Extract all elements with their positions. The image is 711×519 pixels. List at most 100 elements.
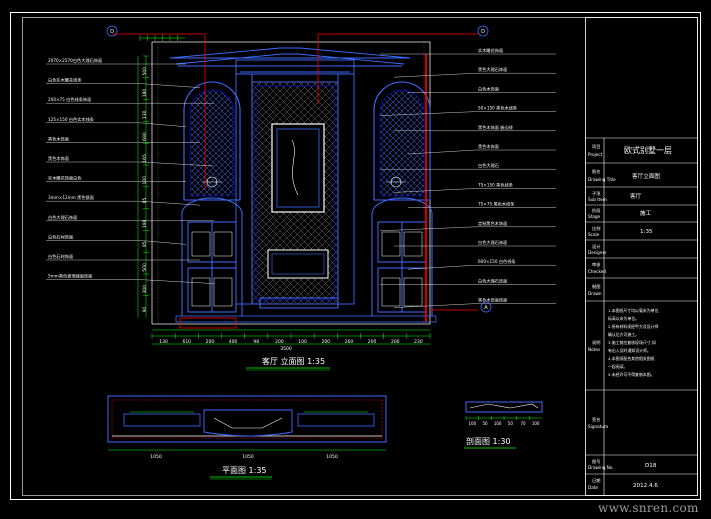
stage-label-en: Stage [588, 214, 601, 219]
left-dim-value: 85 [142, 198, 148, 204]
left-dim-value: 180 [142, 89, 148, 98]
plan-outline [107, 395, 387, 443]
date-label: 日期 [592, 478, 600, 484]
date-label-en: Date [588, 485, 598, 490]
top-dimension-chain [139, 35, 185, 41]
checked-label-en: Checked [588, 269, 606, 274]
drawing-label-en: Drawing Title [588, 177, 616, 182]
left-label-text: 黑色木饰面 [48, 155, 69, 162]
signature-label: 签名 [592, 416, 600, 423]
note-line: 3.施工前应复核现场尺寸,如 [608, 340, 656, 345]
section-bubble-top-right-label: D [481, 29, 485, 35]
left-dim-value: 690 [142, 132, 148, 141]
plan-title: 平面图 1:35 [222, 466, 267, 475]
outer-frame [10, 12, 701, 500]
sub-item-label: 子项 [592, 190, 601, 197]
right-label-text: 实木雕花饰面 [478, 47, 503, 54]
left-label-text: 2070×2570白色大理石饰面 [48, 57, 102, 64]
right-label-leader [379, 111, 477, 116]
elevation-title: 客厅 立面图 1:35 [262, 356, 325, 366]
date-value: 2012.4.6 [633, 483, 658, 489]
left-dim-value: 300 [142, 285, 148, 294]
section-dim-value: 50 [508, 421, 514, 426]
note-line: 5.未经许可不得复制本图。 [608, 372, 655, 377]
bottom-dim-value: 610 [182, 339, 191, 345]
section-dim-value: 100 [469, 421, 477, 426]
left-arch-niche [183, 81, 241, 201]
drawing-number-label: 图号 [592, 459, 600, 465]
checked-label: 审核 [592, 261, 601, 268]
right-label-leader [379, 226, 477, 231]
right-label-text: 定制黑色木饰面 [478, 220, 507, 227]
plan-right-cabinet [297, 413, 375, 427]
left-label-text: 白色实木雕花线条 [48, 77, 82, 84]
bottom-dim-value: 400 [229, 339, 238, 345]
left-label-leader [139, 279, 215, 284]
drawing-label: 图名 [592, 168, 600, 175]
scale-value: 1:35 [640, 229, 653, 235]
section-bubble-top-right: D [477, 25, 489, 37]
drawn-label-en: Drawn [588, 291, 602, 296]
right-label-text: 600×150 白色线条 [478, 258, 516, 265]
plan-dim-left: 1050 [150, 454, 162, 460]
stage-value: 施工 [640, 209, 652, 217]
plan-center-detail [213, 417, 283, 429]
left-label-text: 白色大理石饰面 [48, 214, 77, 221]
bottom-dim-value: 200 [321, 339, 330, 345]
note-line: 确认后方可施工。 [608, 332, 639, 337]
left-label-text: 白色石材饰面 [48, 253, 73, 260]
right-label-text: 白色大理石饰面 [478, 239, 507, 246]
right-label-text: 50×150 黑色木线条 [478, 105, 518, 112]
section-dim-value: 50 [482, 421, 488, 426]
designer-label: 设计 [592, 243, 600, 250]
right-label-leader [393, 188, 477, 193]
left-label-leader [139, 161, 215, 167]
section-dim-value: 100 [532, 421, 540, 426]
drawn-label: 制图 [592, 283, 600, 290]
bottom-dim-value: 260 [345, 339, 354, 345]
note-line: 有出入及时通知设计师。 [608, 348, 651, 353]
scale-label-en: Scale [588, 232, 600, 237]
section-bubble-top-left: D [106, 25, 118, 37]
tv-panel-inner [271, 253, 325, 275]
right-label-text: 黑色木饰面饰面 [478, 297, 507, 304]
plan-dim-right: 1050 [326, 454, 338, 460]
note-line: 1.本图纸尺寸均以毫米为单位, [608, 308, 660, 313]
drawing-number-label-en: Drawing No. [588, 465, 614, 470]
right-label-text: 白色大理石 [478, 162, 499, 169]
plan-center-console [203, 409, 293, 437]
left-dim-value: 165 [142, 154, 148, 163]
bottom-dim-value: 200 [206, 339, 215, 345]
bottom-dim-value: 130 [159, 339, 168, 345]
right-label-leader [407, 265, 477, 270]
right-label-leader [393, 303, 477, 308]
left-cabinet [181, 197, 243, 316]
right-label-leader [393, 73, 477, 78]
left-dim-value: 100 [142, 176, 148, 185]
left-label-text: 5mm黑色玻璃镜面饰面 [48, 273, 92, 280]
left-label-text: 白色石材饰面 [48, 233, 73, 240]
plan-green-ticks [108, 411, 386, 451]
right-label-leader [407, 149, 477, 155]
project-label-en: Project [588, 152, 603, 157]
notes-label: 说明 [592, 339, 600, 346]
plan-dim-center: 1050 [242, 454, 254, 460]
title-block: 项目 Project 欧式别墅一层 图名 Drawing Title 客厅立面图… [585, 17, 698, 496]
designer-label-en: Designer [588, 250, 607, 255]
bottom-dim-value: 200 [275, 339, 284, 345]
scale-label: 比例 [592, 225, 600, 232]
left-label-leader [139, 201, 201, 206]
bottom-dim-value: 230 [414, 339, 423, 345]
project-label: 项目 [592, 144, 600, 150]
tv-panel [267, 249, 329, 279]
bottom-dim-value: 98 [253, 339, 259, 345]
center-panel-inner [255, 85, 335, 301]
section-bubble-top-left-label: D [110, 29, 114, 35]
right-label-text: 白色木饰面 [478, 85, 499, 92]
